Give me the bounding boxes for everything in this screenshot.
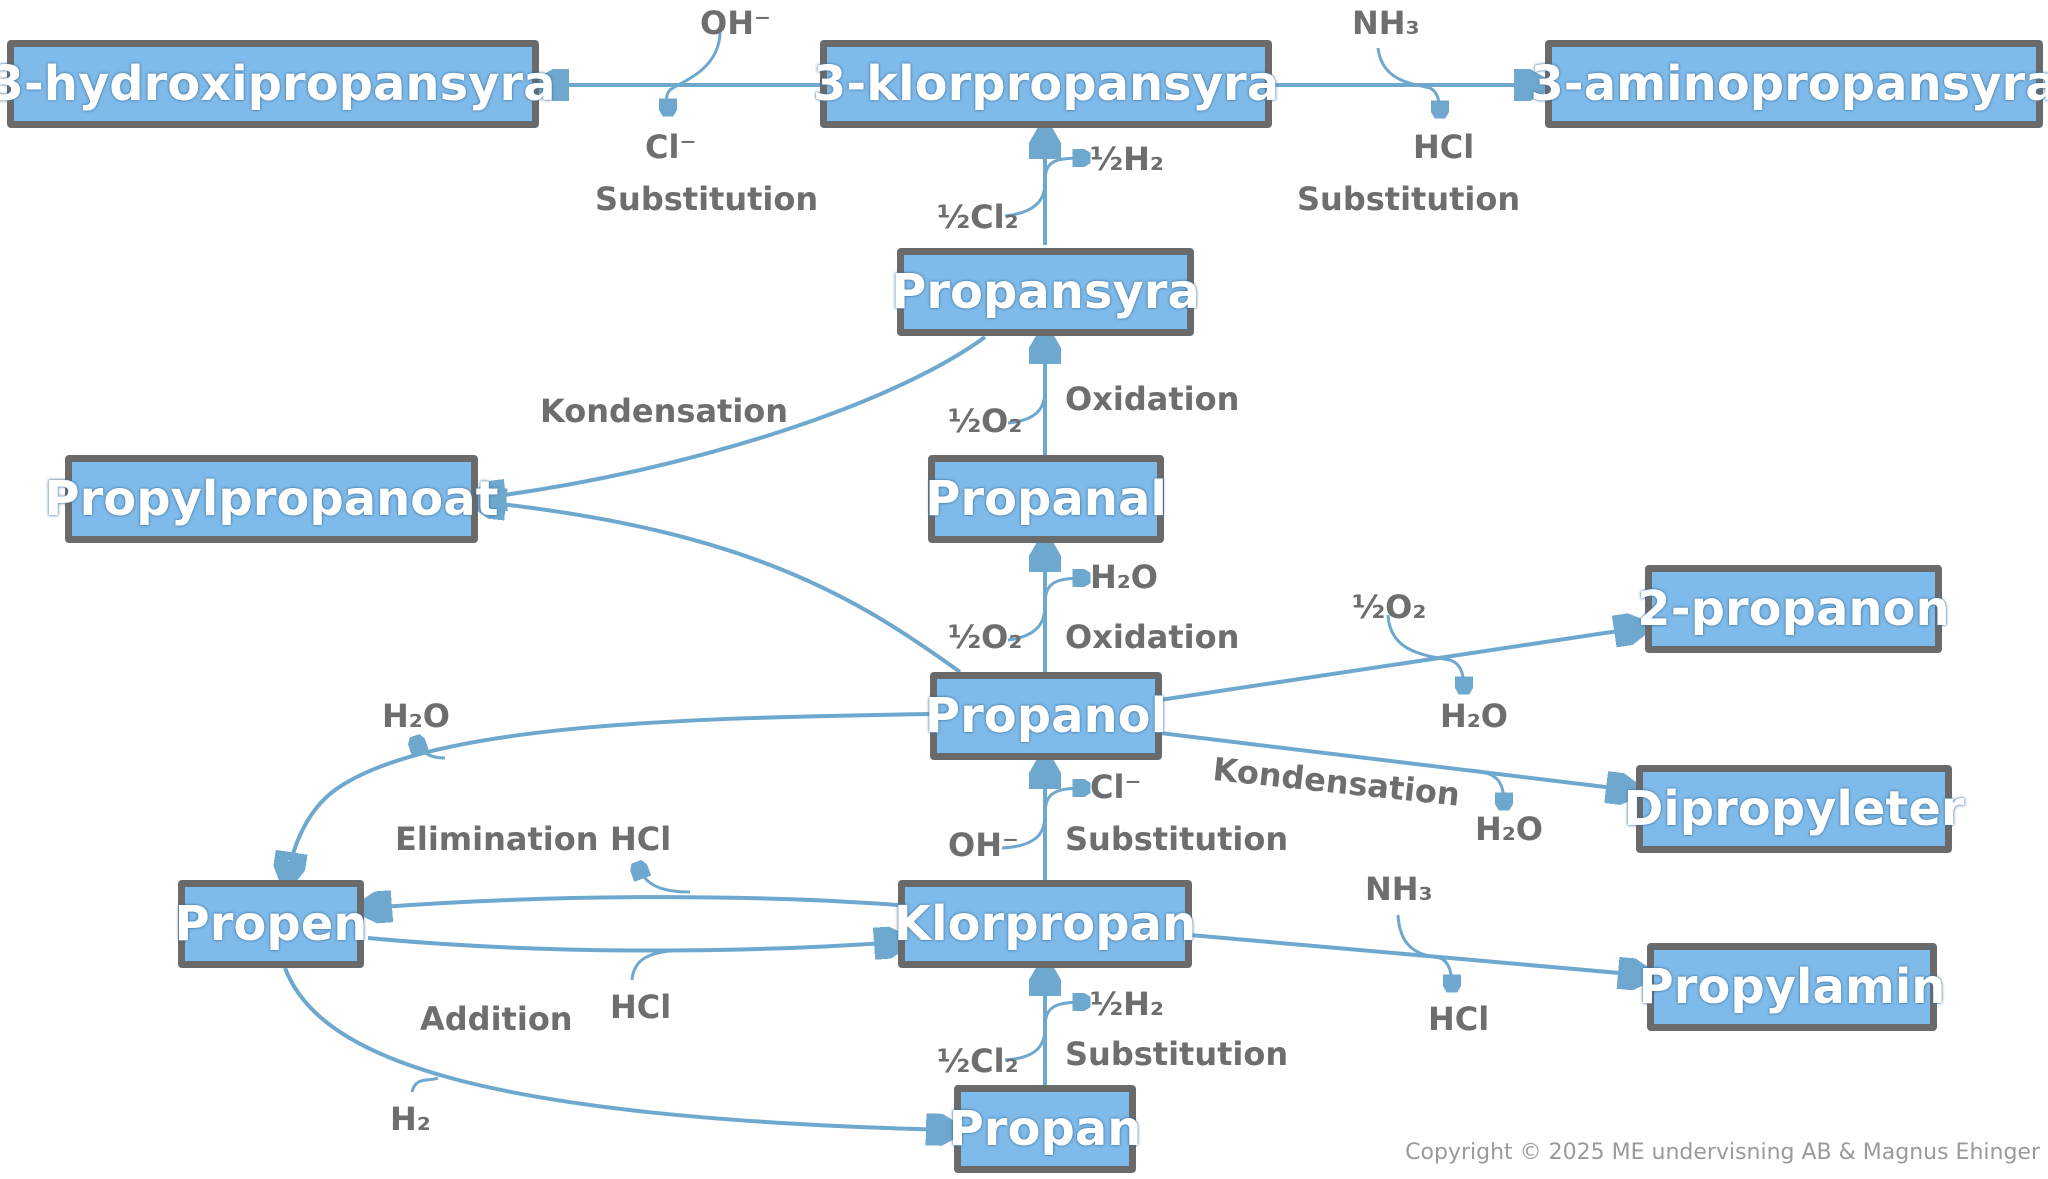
- node-label: Propen: [174, 896, 368, 952]
- arrow-propanol-to-propen: [288, 712, 931, 876]
- label-hcl-2: HCl: [610, 820, 672, 858]
- label-h2o-2: H₂O: [1440, 697, 1508, 735]
- node-label: 2-propanon: [1637, 581, 1950, 637]
- node-klorpropan: Klorpropan: [894, 880, 1196, 968]
- side-o2-h2o-2: [1007, 578, 1086, 642]
- node-3-aminopropansyra: 3-aminopropansyra: [1530, 40, 2048, 128]
- label-h2o-4: H₂O: [1475, 810, 1543, 848]
- label-addition: Addition: [420, 1000, 573, 1038]
- label-cl-1: Cl⁻: [645, 128, 697, 166]
- side-hcl-2: [638, 866, 691, 894]
- arrow-klorpropan-to-propylamin: [1189, 933, 1642, 975]
- label-nh3-1: NH₃: [1352, 4, 1420, 42]
- arrow-propanol-to-eter: [1159, 731, 1630, 790]
- label-half-h2-1: ½H₂: [1090, 140, 1164, 178]
- label-h2: H₂: [390, 1100, 431, 1138]
- node-3-klorpropansyra: 3-klorpropansyra: [813, 40, 1279, 128]
- label-hcl-4: HCl: [610, 988, 672, 1026]
- label-oh-1: OH⁻: [700, 4, 771, 42]
- side-h2o-3: [416, 740, 446, 760]
- node-label: Propylpropanoat: [44, 471, 499, 527]
- label-oxidation-2: Oxidation: [1065, 618, 1240, 656]
- label-oxidation-1: Oxidation: [1065, 380, 1240, 418]
- arrow-propen-to-propan: [283, 967, 950, 1130]
- side-h2: [410, 1076, 439, 1093]
- node-propan: Propan: [949, 1085, 1141, 1173]
- node-propanal: Propanal: [925, 455, 1167, 543]
- side-h2o-4: [1469, 768, 1504, 806]
- node-label: Propylamin: [1638, 959, 1946, 1015]
- label-substitution-3: Substitution: [1065, 820, 1289, 858]
- label-half-cl2-2: ½Cl₂: [937, 1042, 1019, 1080]
- node-2-propanon: 2-propanon: [1637, 565, 1950, 653]
- label-hcl-1: HCl: [1413, 128, 1475, 166]
- node-label: 3-hydroxipropansyra: [0, 56, 556, 112]
- side-cl2-h2-2: [1004, 1002, 1086, 1062]
- label-cl-2: Cl⁻: [1090, 768, 1142, 806]
- node-label: Dipropyleter: [1623, 781, 1965, 837]
- label-h2o-1: H₂O: [1090, 558, 1158, 596]
- node-label: Propanal: [925, 471, 1167, 527]
- label-half-o2-3: ½O₂: [1352, 588, 1427, 626]
- label-half-o2-2: ½O₂: [948, 618, 1023, 656]
- label-elimination: Elimination: [395, 820, 599, 858]
- node-propylpropanoat: Propylpropanoat: [44, 455, 499, 543]
- node-dipropyleter: Dipropyleter: [1623, 765, 1965, 853]
- node-propanol: Propanol: [925, 672, 1167, 760]
- label-hcl-3: HCl: [1428, 1000, 1490, 1038]
- label-nh3-2: NH₃: [1365, 870, 1433, 908]
- side-oh-cl-1: [667, 27, 722, 112]
- label-kondensation-1: Kondensation: [540, 392, 789, 430]
- arrow-propanol-to-ester: [482, 502, 962, 674]
- node-3-hydroxipropansyra: 3-hydroxipropansyra: [0, 40, 556, 128]
- node-label: 3-klorpropansyra: [812, 56, 1280, 112]
- side-o2-1: [1007, 389, 1047, 425]
- arrow-propansyra-to-ester: [482, 335, 987, 498]
- label-half-o2-1: ½O₂: [948, 402, 1023, 440]
- side-o2-h2o-3: [1386, 614, 1464, 690]
- node-label: Propanol: [924, 688, 1168, 744]
- side-nh3-hcl-2: [1396, 914, 1452, 988]
- node-label: Klorpropan: [893, 896, 1197, 952]
- arrow-propen-to-klorpropan: [367, 938, 898, 951]
- label-half-cl2-1: ½Cl₂: [937, 198, 1019, 236]
- node-propansyra: Propansyra: [891, 248, 1200, 336]
- side-oh-cl-2: [1001, 788, 1086, 850]
- side-hcl-3: [630, 948, 681, 981]
- label-h2o-3: H₂O: [382, 697, 450, 735]
- copyright-text: Copyright © 2025 ME undervisning AB & Ma…: [1405, 1140, 2040, 1165]
- node-label: Propan: [948, 1101, 1142, 1157]
- arrow-klorpropan-to-propen: [368, 897, 899, 908]
- side-cl2-h2-1: [1004, 158, 1086, 218]
- side-nh3-hcl-1: [1376, 47, 1440, 114]
- node-propylamin: Propylamin: [1639, 943, 1945, 1031]
- label-substitution-2: Substitution: [1297, 180, 1521, 218]
- node-propen: Propen: [175, 880, 367, 968]
- label-substitution-1: Substitution: [595, 180, 819, 218]
- node-label: 3-aminopropansyra: [1530, 56, 2048, 112]
- label-oh-2: OH⁻: [948, 826, 1019, 864]
- node-label: Propansyra: [891, 264, 1200, 320]
- label-substitution-4: Substitution: [1065, 1035, 1289, 1073]
- arrow-propanol-to-propanon: [1159, 628, 1638, 702]
- label-half-h2-2: ½H₂: [1090, 985, 1164, 1023]
